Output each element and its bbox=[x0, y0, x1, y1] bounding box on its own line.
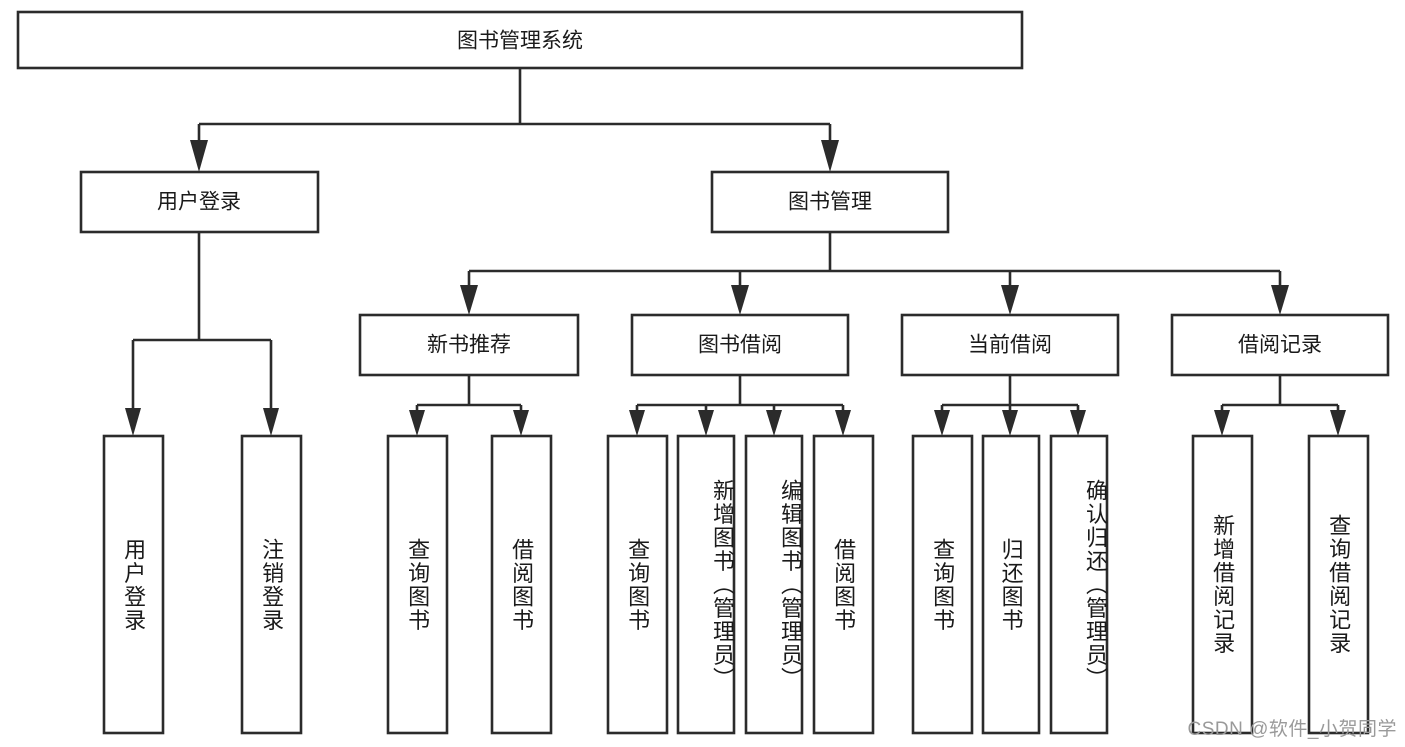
arrow-head-leaf-user-logout bbox=[263, 408, 279, 436]
node-leaf-add-record-box[interactable] bbox=[1191, 434, 1254, 735]
node-book-borrow[interactable]: 图书借阅 bbox=[630, 313, 850, 377]
node-current-borrow[interactable]: 当前借阅 bbox=[900, 313, 1120, 377]
node-user-login[interactable]: 用户登录 bbox=[79, 170, 320, 234]
connector-group-new-book-recommend bbox=[409, 375, 529, 436]
node-book-management[interactable]: 图书管理 bbox=[710, 170, 950, 234]
node-leaf-user-logout-box[interactable] bbox=[240, 434, 303, 735]
connector-group-book-borrow bbox=[629, 375, 851, 436]
node-book-management-label: 图书管理 bbox=[788, 191, 872, 214]
node-leaf-query-book-1-box[interactable] bbox=[386, 434, 449, 735]
node-new-book-recommend-box[interactable] bbox=[358, 313, 580, 377]
node-book-borrow-box[interactable] bbox=[630, 313, 850, 377]
watermark-text: CSDN @软件_小贺同学 bbox=[1187, 719, 1397, 740]
arrow-head-leaf-query-record bbox=[1330, 410, 1346, 436]
arrow-head-borrow-record bbox=[1271, 285, 1289, 315]
node-user-login-label: 用户登录 bbox=[157, 191, 241, 214]
arrow-head-leaf-query-book-1 bbox=[409, 410, 425, 436]
arrow-head-new-book-recommend bbox=[460, 285, 478, 315]
arrow-head-leaf-borrow-book-1 bbox=[513, 410, 529, 436]
node-leaf-confirm-return-box[interactable] bbox=[1049, 434, 1109, 735]
arrow-head-leaf-add-book bbox=[698, 410, 714, 436]
arrow-head-leaf-query-book-2 bbox=[629, 410, 645, 436]
arrow-head-leaf-edit-book bbox=[766, 410, 782, 436]
node-current-borrow-label: 当前借阅 bbox=[968, 334, 1052, 357]
node-borrow-record-label: 借阅记录 bbox=[1238, 334, 1322, 357]
connector-group-root bbox=[190, 68, 839, 172]
node-leaf-query-record-box[interactable] bbox=[1307, 434, 1370, 735]
connector-group-borrow-record bbox=[1214, 375, 1346, 436]
connector-group-book-management bbox=[460, 232, 1289, 315]
connector-group-user-login bbox=[125, 232, 279, 436]
arrow-head-leaf-add-record bbox=[1214, 410, 1230, 436]
node-root-label: 图书管理系统 bbox=[457, 30, 583, 53]
node-current-borrow-box[interactable] bbox=[900, 313, 1120, 377]
arrow-head-book-management bbox=[821, 140, 839, 172]
arrow-head-leaf-query-book-3 bbox=[934, 410, 950, 436]
node-root[interactable]: 图书管理系统 bbox=[16, 10, 1024, 70]
node-root-box[interactable] bbox=[16, 10, 1024, 70]
node-leaf-borrow-book-2-box[interactable] bbox=[812, 434, 875, 735]
node-book-borrow-label: 图书借阅 bbox=[698, 334, 782, 357]
arrow-head-leaf-confirm-return bbox=[1070, 410, 1086, 436]
node-leaf-add-book-box[interactable] bbox=[676, 434, 736, 735]
arrow-head-leaf-user-login bbox=[125, 408, 141, 436]
node-leaf-query-book-3-box[interactable] bbox=[911, 434, 974, 735]
node-borrow-record-box[interactable] bbox=[1170, 313, 1390, 377]
arrow-head-leaf-return-book bbox=[1002, 410, 1018, 436]
node-leaf-return-book-box[interactable] bbox=[981, 434, 1041, 735]
node-leaf-edit-book-box[interactable] bbox=[744, 434, 804, 735]
connector-group-current-borrow bbox=[934, 375, 1086, 436]
node-new-book-recommend[interactable]: 新书推荐 bbox=[358, 313, 580, 377]
node-new-book-recommend-label: 新书推荐 bbox=[427, 334, 511, 357]
arrow-head-current-borrow bbox=[1001, 285, 1019, 315]
node-borrow-record[interactable]: 借阅记录 bbox=[1170, 313, 1390, 377]
arrow-head-book-borrow bbox=[731, 285, 749, 315]
node-book-management-box[interactable] bbox=[710, 170, 950, 234]
node-leaf-query-book-2-box[interactable] bbox=[606, 434, 669, 735]
node-leaf-borrow-book-1-box[interactable] bbox=[490, 434, 553, 735]
arrow-head-leaf-borrow-book-2 bbox=[835, 410, 851, 436]
node-leaf-user-login-box[interactable] bbox=[102, 434, 165, 735]
arrow-head-user-login bbox=[190, 140, 208, 172]
node-user-login-box[interactable] bbox=[79, 170, 320, 234]
